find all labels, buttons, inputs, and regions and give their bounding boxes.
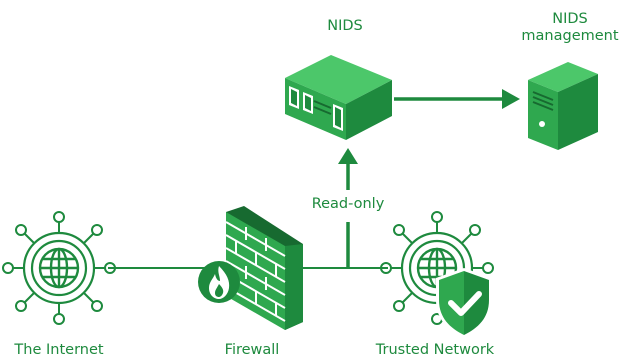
- server-tower-icon: [528, 62, 598, 150]
- server-appliance-icon: [285, 55, 392, 140]
- node-label-internet: The Internet: [14, 342, 104, 358]
- arrow-read-only-head: [338, 148, 358, 164]
- node-label-trusted-network: Trusted Network: [375, 342, 495, 358]
- globe-network-icon: [2, 211, 116, 325]
- edge-label-read-only: Read-only: [311, 196, 385, 212]
- node-label-nids-management-line2: management: [521, 28, 619, 44]
- node-label-nids-management-line1: NIDS: [552, 11, 588, 27]
- node-label-firewall: Firewall: [224, 342, 280, 358]
- firewall-brick-icon: [198, 206, 303, 330]
- arrow-nids-management-head: [502, 89, 520, 109]
- fire-badge-icon: [198, 261, 240, 303]
- node-label-nids: NIDS: [327, 18, 363, 34]
- shield-check-icon: [436, 268, 492, 338]
- connection-lines: [108, 89, 520, 269]
- globe-network-shield-icon: [380, 211, 494, 338]
